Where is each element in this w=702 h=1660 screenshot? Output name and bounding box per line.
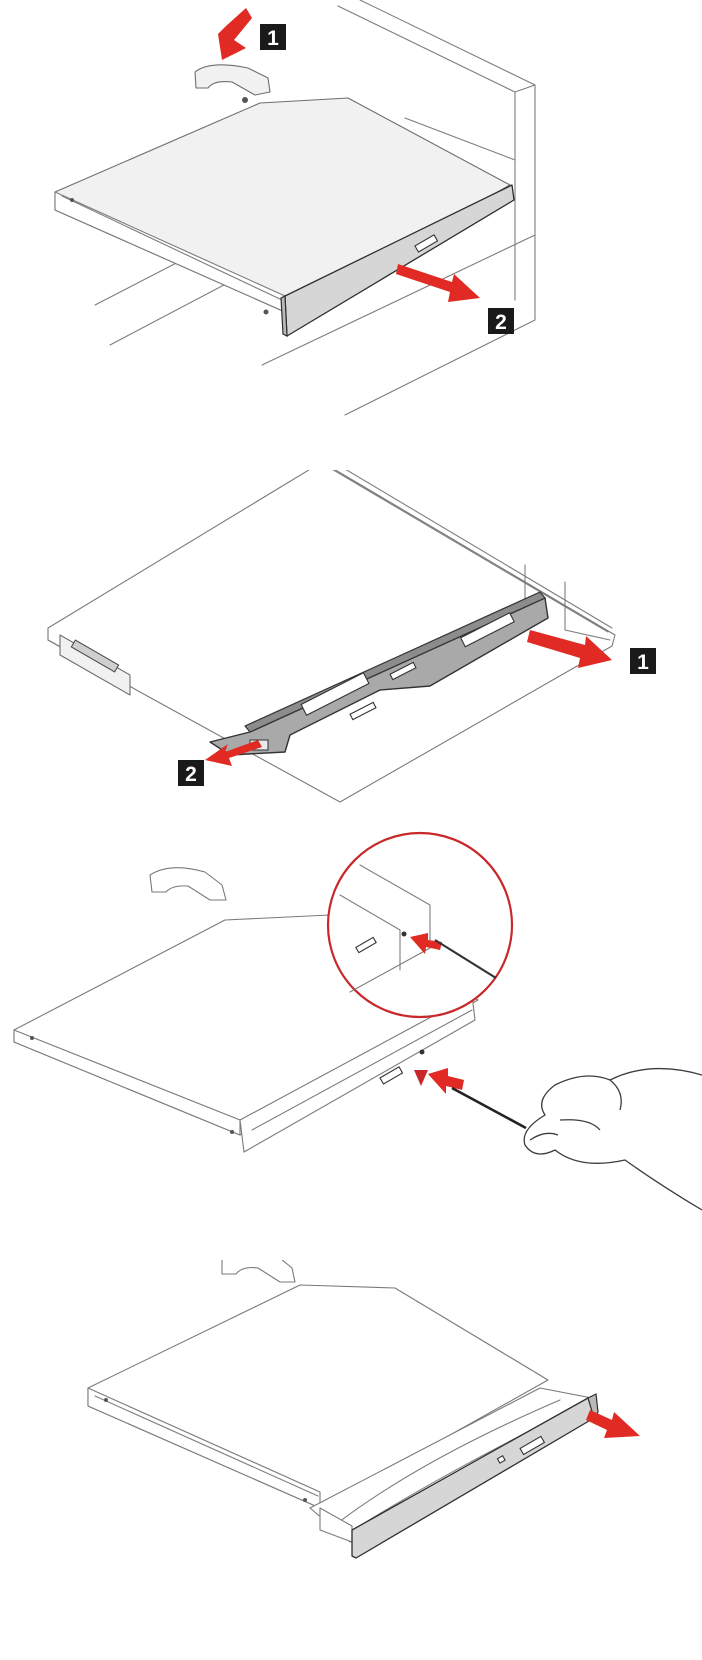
arrow-icon	[218, 8, 252, 60]
arrow-icon	[410, 933, 442, 954]
arrow-icon	[586, 1410, 640, 1438]
figure-remove-drive-bracket: 1 2	[0, 470, 702, 830]
disc-tray	[309, 1387, 599, 1559]
svg-text:1: 1	[267, 27, 279, 50]
detail-magnifier	[326, 831, 514, 1086]
arrow-icon	[428, 1068, 464, 1094]
figure-emergency-eject	[0, 830, 702, 1260]
callout-step-1: 1	[260, 24, 286, 50]
optical-drive	[54, 64, 515, 337]
pin-tool-icon	[451, 1086, 527, 1130]
svg-text:2: 2	[495, 311, 507, 334]
arrow-icon	[205, 740, 262, 766]
figure-pull-out-tray	[0, 1260, 702, 1660]
svg-text:2: 2	[185, 763, 197, 786]
callout-step-2: 2	[488, 308, 514, 334]
svg-text:1: 1	[637, 651, 649, 674]
callout-step-2: 2	[178, 760, 204, 786]
drive-bracket	[209, 591, 549, 756]
hand-icon	[523, 1067, 702, 1211]
arrow-icon	[396, 264, 480, 302]
figure-remove-optical-drive: 1 2	[0, 0, 702, 470]
optical-drive	[47, 470, 616, 803]
arrow-icon	[527, 630, 612, 668]
callout-step-1: 1	[630, 648, 656, 674]
